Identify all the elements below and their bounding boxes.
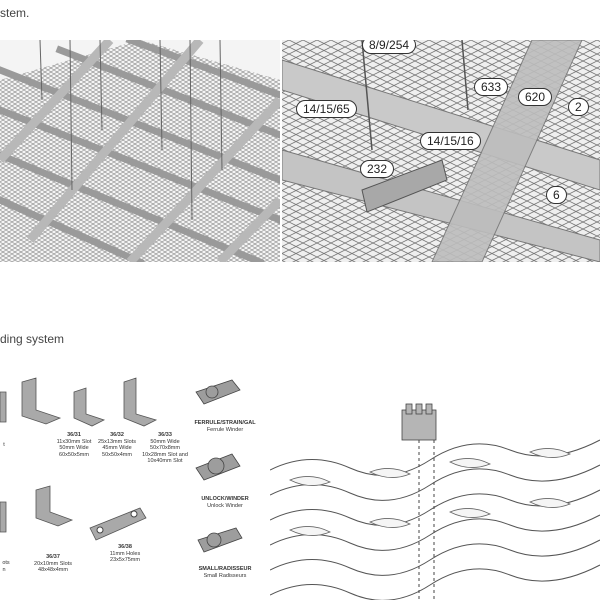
partial-label: ots <box>2 560 10 566</box>
callout-label: 620 <box>518 88 553 106</box>
ceiling-grid-image <box>0 40 280 262</box>
section-caption-top: stem. <box>0 6 30 20</box>
callout-label: 8/9/254 <box>362 40 417 54</box>
callout-label: 6 <box>546 186 567 204</box>
callout-label: 2 <box>568 98 589 116</box>
callout-label: 232 <box>360 160 395 178</box>
callout-label: 633 <box>474 78 509 96</box>
callout-label: 14/15/65 <box>296 100 357 118</box>
section-caption-bottom: ding system <box>0 332 65 346</box>
expanded-mesh-drawing <box>270 380 600 600</box>
callout-label: 14/15/16 <box>420 132 481 150</box>
partial-label: t <box>3 442 5 448</box>
partial-label: n <box>2 567 6 573</box>
ceiling-detail-image: 8/9/254 633 620 2 14/15/65 14/15/16 232 … <box>282 40 600 262</box>
